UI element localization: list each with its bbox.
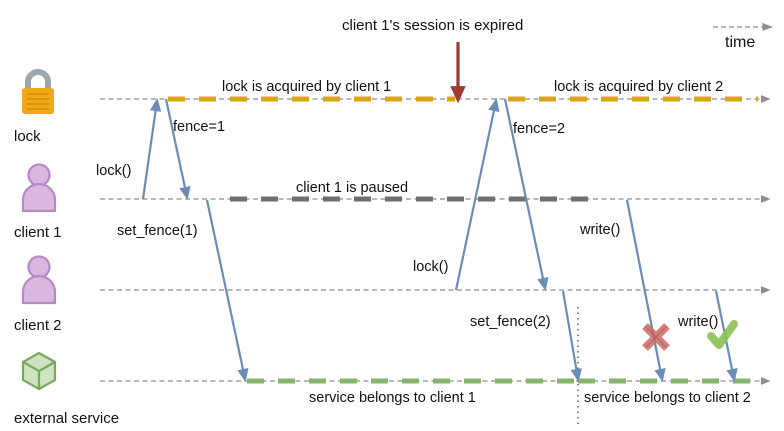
span-label-service-client1: service belongs to client 1 bbox=[309, 390, 476, 406]
lane-label-client2: client 2 bbox=[14, 317, 62, 334]
arrow-lock-call-client1 bbox=[141, 97, 162, 200]
green-check-icon bbox=[707, 320, 738, 349]
arrow-label-lock-call-client2: lock() bbox=[413, 259, 449, 275]
time-axis-label: time bbox=[725, 34, 756, 51]
person-icon bbox=[21, 255, 57, 305]
lane-label-external-service: external service bbox=[14, 410, 120, 427]
span-label-lock-client1-span: lock is acquired by client 1 bbox=[222, 79, 392, 95]
arrow-set-fence-2 bbox=[561, 290, 582, 383]
arrow-set-fence-1 bbox=[205, 199, 249, 383]
person-icon bbox=[21, 163, 57, 213]
session-expired-label: client 1's session is expired bbox=[342, 17, 524, 34]
lane-label-lock: lock bbox=[14, 128, 41, 145]
arrow-write-client1 bbox=[625, 199, 666, 383]
red-x-icon bbox=[642, 323, 670, 351]
lane-label-client1: client 1 bbox=[14, 224, 62, 241]
span-label-client1-paused: client 1 is paused bbox=[296, 180, 409, 196]
arrow-label-lock-call-client1: lock() bbox=[96, 163, 132, 179]
arrow-label-set-fence-2: set_fence(2) bbox=[470, 314, 551, 330]
arrow-fence2-reply bbox=[503, 98, 549, 292]
arrow-label-fence1-reply: fence=1 bbox=[173, 119, 226, 135]
arrow-label-write-client2: write() bbox=[678, 314, 719, 330]
cube-icon bbox=[21, 351, 57, 391]
padlock-icon bbox=[22, 69, 54, 114]
span-label-lock-client2-span: lock is acquired by client 2 bbox=[554, 79, 724, 95]
arrow-lock-call-client2 bbox=[454, 97, 500, 291]
arrow-label-set-fence-1: set_fence(1) bbox=[117, 223, 198, 239]
span-label-service-client2: service belongs to client 2 bbox=[584, 390, 751, 406]
arrow-label-write-client1: write() bbox=[580, 222, 621, 238]
arrow-fence1-reply bbox=[164, 98, 191, 201]
arrow-label-fence2-reply: fence=2 bbox=[513, 121, 566, 137]
